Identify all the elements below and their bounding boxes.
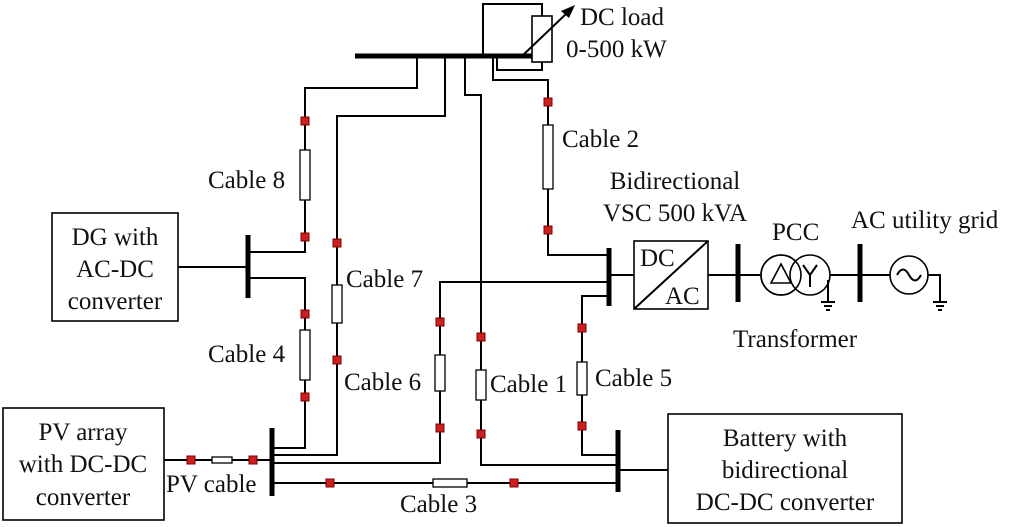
cable-7: [272, 56, 446, 456]
breaker-icon: [543, 225, 553, 235]
pv-label-line1: PV array: [38, 419, 128, 446]
pv-cable: [164, 455, 272, 465]
cable-6: [272, 281, 609, 464]
breaker-icon: [300, 116, 310, 126]
dc-load-range: 0-500 kW: [566, 36, 667, 63]
cable-6-label: Cable 6: [344, 369, 421, 396]
dc-load: [482, 3, 575, 71]
cable-3-label: Cable 3: [400, 491, 477, 518]
transformer-symbol: [738, 254, 860, 311]
breaker-icon: [300, 309, 310, 319]
battery-label-line2: bidirectional: [722, 457, 848, 484]
breaker-icon: [577, 323, 587, 333]
cable-5-label: Cable 5: [595, 365, 672, 392]
battery-label-line1: Battery with: [723, 425, 848, 452]
dc-load-title: DC load: [580, 4, 665, 31]
cable-8: [248, 56, 418, 253]
pv-node: PV array with DC-DC converter: [2, 407, 165, 521]
breaker-icon: [332, 355, 342, 365]
breaker-icon: [325, 478, 335, 488]
dg-label-line2: AC-DC: [76, 256, 154, 283]
grid-label: AC utility grid: [851, 207, 999, 234]
pv-label-line2: with DC-DC: [19, 451, 147, 478]
breaker-icon: [186, 455, 196, 465]
breaker-icon: [577, 421, 587, 431]
cable-3: [272, 478, 618, 488]
breaker-icon: [435, 317, 445, 327]
battery-node: Battery with bidirectional DC-DC convert…: [667, 413, 903, 524]
vsc-label-line2: VSC 500 kVA: [603, 200, 747, 227]
cable-4-label: Cable 4: [208, 341, 286, 368]
converter-ac-label: AC: [665, 283, 700, 310]
vsc-label-line1: Bidirectional: [610, 168, 741, 195]
pv-label-line3: converter: [36, 484, 131, 511]
dg-label-line1: DG with: [72, 224, 159, 251]
cable-7-label: Cable 7: [346, 266, 423, 293]
breaker-icon: [476, 332, 486, 342]
breaker-icon: [300, 232, 310, 242]
pv-cable-label: PV cable: [166, 471, 257, 498]
cable-2: [492, 56, 609, 256]
breaker-icon: [300, 392, 310, 402]
transformer-label: Transformer: [733, 326, 858, 353]
cable-4: [248, 277, 311, 449]
breaker-icon: [435, 423, 445, 433]
converter-dc-label: DC: [640, 245, 675, 272]
breaker-icon: [543, 97, 553, 107]
cable-5: [576, 295, 618, 456]
cable-1: [464, 56, 618, 466]
vsc-converter: [609, 240, 738, 310]
ac-source-symbol: [860, 255, 947, 311]
cable-8-label: Cable 8: [208, 167, 285, 194]
breaker-icon: [332, 238, 342, 248]
breaker-icon: [509, 478, 519, 488]
arrow-icon: [561, 5, 575, 18]
dg-label-line3: converter: [68, 288, 163, 315]
pcc-label: PCC: [772, 219, 819, 246]
dg-node: DG with AC-DC converter: [51, 212, 179, 322]
cable-1-label: Cable 1: [490, 371, 567, 398]
cable-2-label: Cable 2: [562, 126, 639, 153]
breaker-icon: [476, 429, 486, 439]
breaker-icon: [248, 455, 258, 465]
battery-label-line3: DC-DC converter: [696, 489, 875, 516]
